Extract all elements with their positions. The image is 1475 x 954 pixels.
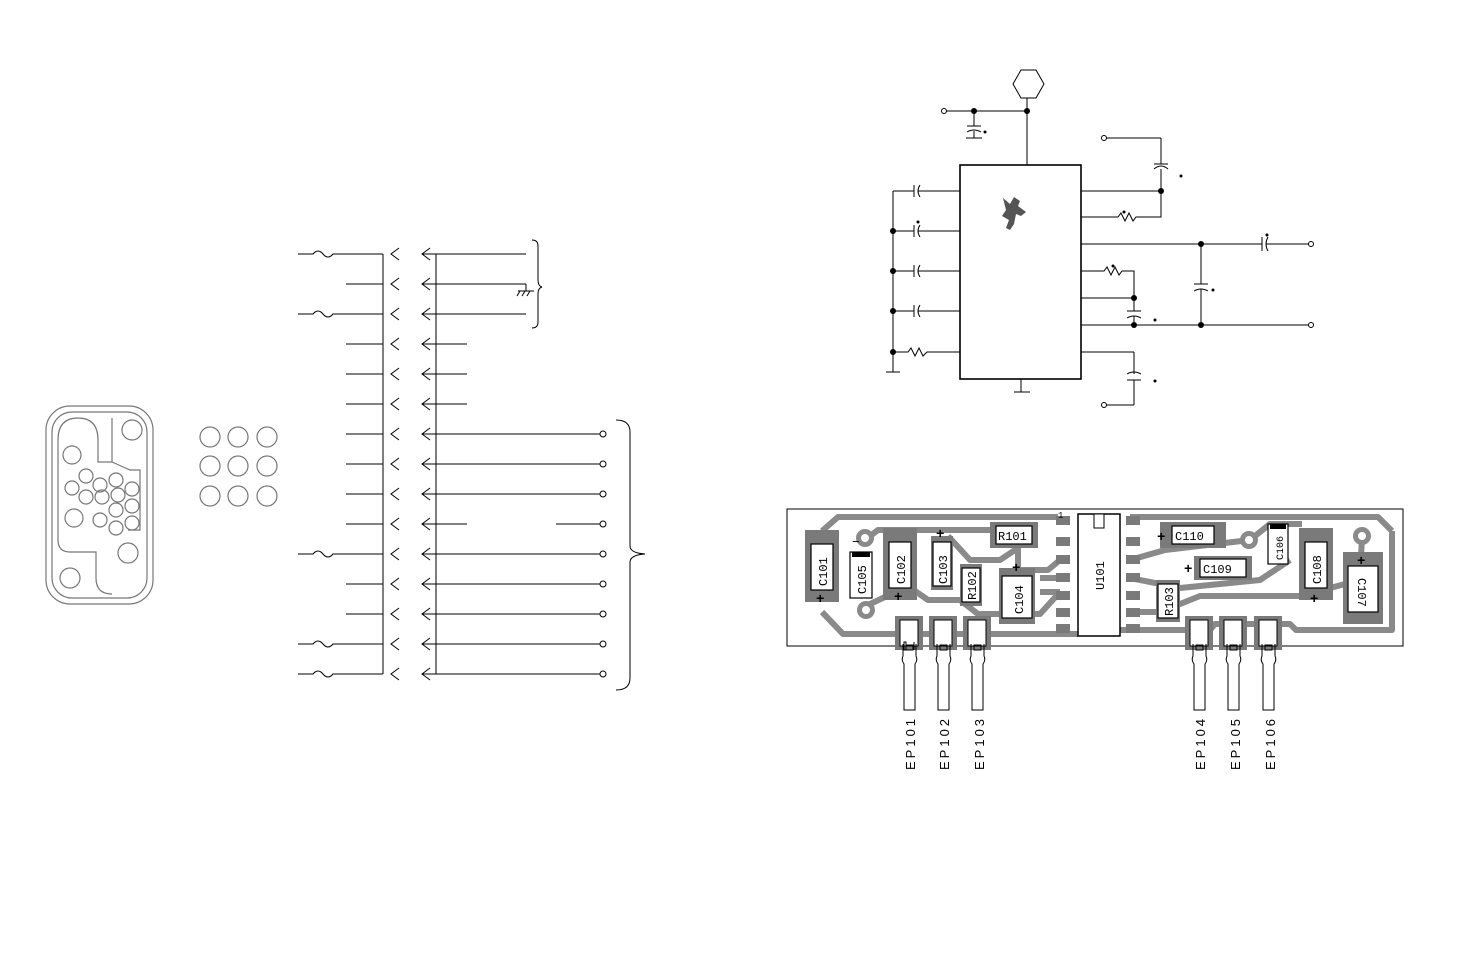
svg-text:+: + — [1357, 554, 1365, 570]
power-terminal-icon — [1012, 69, 1045, 99]
pcb-c107: C107 + — [1343, 552, 1383, 624]
svg-text:C102: C102 — [895, 555, 909, 584]
connector-outline — [45, 405, 154, 605]
ic-chip — [959, 164, 1082, 380]
manufacturer-logo-icon — [1002, 197, 1026, 230]
ep105-label: EP105 — [1228, 716, 1243, 770]
wiring-harness — [298, 239, 646, 691]
svg-text:C108: C108 — [1311, 555, 1325, 584]
pcb-c105: C105 − — [849, 535, 873, 599]
pcb-c102: C102 + — [883, 528, 917, 606]
svg-text:R102: R102 — [966, 571, 980, 600]
svg-text:C109: C109 — [1203, 563, 1232, 577]
svg-text:−: − — [852, 535, 860, 550]
pcb-board: U101 1 C101 + C105 − C102 + C103 + — [786, 508, 1404, 650]
svg-text:+: + — [816, 592, 824, 608]
svg-text:C101: C101 — [817, 557, 831, 586]
ep-labels: EP101 EP102 EP103 EP104 EP105 EP106 — [903, 716, 1278, 770]
pcb-c104: C104 + — [999, 561, 1035, 624]
svg-text:C103: C103 — [937, 555, 951, 584]
ep106-label: EP106 — [1263, 716, 1278, 770]
ep104-label: EP104 — [1193, 716, 1208, 770]
svg-text:C107: C107 — [1354, 578, 1368, 607]
pcb-c101: C101 + — [805, 530, 839, 608]
svg-text:R103: R103 — [1163, 587, 1177, 616]
svg-text:C106: C106 — [1276, 536, 1287, 560]
pcb-c110: C110 + — [1157, 522, 1226, 548]
svg-text:+: + — [1157, 530, 1165, 546]
pcb-u101: U101 1 — [1056, 511, 1140, 637]
svg-text:C105: C105 — [856, 565, 870, 594]
ep-pin-leads — [901, 641, 1277, 711]
pcb-edge-pads — [895, 616, 1282, 650]
svg-text:C110: C110 — [1175, 530, 1204, 544]
pcb-r101: R101 — [990, 522, 1038, 548]
ep102-label: EP102 — [937, 716, 952, 770]
ep103-label: EP103 — [972, 716, 987, 770]
pcb-c109: C109 + — [1184, 556, 1252, 580]
svg-text:+: + — [1184, 562, 1192, 578]
pin-one-mark: 1 — [1058, 511, 1063, 521]
ep101-label: EP101 — [903, 716, 918, 770]
svg-text:C104: C104 — [1013, 585, 1027, 614]
schematic — [886, 69, 1314, 408]
pcb-r102: R102 — [960, 564, 982, 606]
svg-text:+: + — [1012, 561, 1020, 577]
pcb-c108: C108 + — [1299, 528, 1333, 608]
pcb-c106: C106 — [1267, 523, 1289, 565]
svg-text:R101: R101 — [998, 530, 1027, 544]
schematic-junctions — [890, 108, 1269, 383]
u101-label: U101 — [1094, 561, 1108, 590]
svg-text:+: + — [1310, 592, 1318, 608]
svg-text:+: + — [936, 527, 944, 543]
pcb-c103: C103 + — [931, 527, 953, 590]
svg-text:+: + — [894, 590, 902, 606]
pcb-r103: R103 — [1156, 580, 1180, 622]
pin-grid — [199, 426, 278, 507]
